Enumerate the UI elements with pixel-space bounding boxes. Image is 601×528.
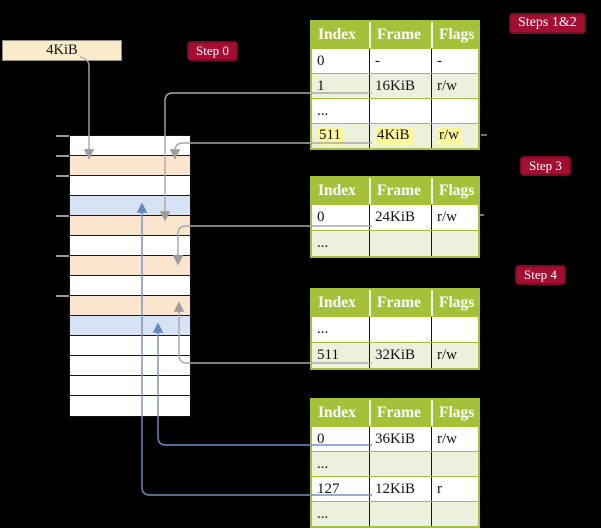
badge-step-3: Step 3 <box>520 156 571 176</box>
badge-step-0: Step 0 <box>187 41 238 61</box>
cell-flags <box>431 231 478 256</box>
highlighted-value: 4KiB <box>375 127 413 145</box>
memory-frame-3 <box>70 196 190 216</box>
cell-flags: r/w <box>431 205 478 230</box>
cell-frame <box>369 317 431 342</box>
cell-flags <box>431 317 478 342</box>
tick-mark <box>56 155 69 157</box>
table-row: ... <box>312 316 478 342</box>
cell-flags: r/w <box>431 74 478 98</box>
memory-frame-1 <box>70 156 190 176</box>
header-index: Index <box>318 182 356 199</box>
cell-frame: - <box>369 49 431 73</box>
page-table-b: Index Frame Flags ... 511 32KiB r/w <box>310 288 480 370</box>
header-frame: Frame <box>369 400 431 426</box>
cell-index: ... <box>317 235 329 251</box>
cell-frame: 32KiB <box>369 343 431 368</box>
header-index: Index <box>318 404 356 421</box>
cell-index: 511 <box>312 124 369 148</box>
memory-frame-12 <box>70 376 190 396</box>
cell-frame <box>369 502 431 526</box>
page-table-a: Index Frame Flags 0 24KiB r/w ... <box>310 176 480 258</box>
cell-index: ... <box>317 505 329 522</box>
header-frame: Frame <box>369 22 431 48</box>
cell-frame: 36KiB <box>369 427 431 451</box>
header-frame: Frame <box>369 178 431 204</box>
table-header-row: Index Frame Flags <box>312 178 478 204</box>
tick-mark <box>56 135 69 137</box>
table-row: ... <box>312 501 478 526</box>
cell-frame <box>369 231 431 256</box>
cell-flags: r/w <box>431 124 478 148</box>
memory-frame-4 <box>70 216 190 236</box>
physical-memory-column <box>69 135 191 417</box>
cell-frame: 16KiB <box>369 74 431 98</box>
cell-flags: r/w <box>431 427 478 451</box>
cell-frame: 24KiB <box>369 205 431 230</box>
cell-flags: r/w <box>431 343 478 368</box>
page-table-c: Index Frame Flags 0 36KiB r/w ... 127 12… <box>310 398 480 528</box>
memory-frame-8 <box>70 296 190 316</box>
header-index: Index <box>318 26 356 43</box>
memory-frame-11 <box>70 356 190 376</box>
table-row: 0 24KiB r/w <box>312 204 478 230</box>
page-table-level0: Index Frame Flags 0 - - 1 16KiB r/w ... … <box>310 20 480 150</box>
memory-frame-7 <box>70 276 190 296</box>
header-index: Index <box>318 294 356 311</box>
cell-flags <box>431 99 478 123</box>
table-row: ... <box>312 98 478 123</box>
tick-mark <box>56 215 69 217</box>
memory-frame-10 <box>70 336 190 356</box>
highlighted-value: 511 <box>317 127 344 145</box>
legend-4kib-label: 4KiB <box>46 42 78 58</box>
tick-mark <box>56 295 69 297</box>
cell-index: ... <box>317 455 329 472</box>
cell-index: 1 <box>317 77 325 94</box>
cell-frame: 4KiB <box>369 124 431 148</box>
cell-frame: 12KiB <box>369 477 431 501</box>
table-row: 0 36KiB r/w <box>312 426 478 451</box>
memory-frame-9 <box>70 316 190 336</box>
cell-flags <box>431 452 478 476</box>
cell-index: 511 <box>317 347 339 363</box>
cell-index: ... <box>317 102 329 119</box>
cell-flags <box>431 502 478 526</box>
cell-index: ... <box>317 321 329 337</box>
table-header-row: Index Frame Flags <box>312 400 478 426</box>
table-row: 0 - - <box>312 48 478 73</box>
table-row: ... <box>312 230 478 256</box>
header-flags: Flags <box>431 400 478 426</box>
header-flags: Flags <box>431 22 478 48</box>
memory-frame-2 <box>70 176 190 196</box>
header-flags: Flags <box>431 178 478 204</box>
table-row: 1 16KiB r/w <box>312 73 478 98</box>
cell-flags: r <box>431 477 478 501</box>
table-row-highlighted: 511 4KiB r/w <box>312 123 478 148</box>
table-row: 511 32KiB r/w <box>312 342 478 368</box>
cell-index: 0 <box>317 430 325 447</box>
memory-frame-13 <box>70 396 190 416</box>
cell-index: 0 <box>317 209 325 225</box>
highlighted-value: r/w <box>437 127 462 145</box>
table-row: 127 12KiB r <box>312 476 478 501</box>
legend-4kib-box: 4KiB <box>2 40 122 61</box>
badge-steps-1-2: Steps 1&2 <box>509 13 586 34</box>
table-header-row: Index Frame Flags <box>312 290 478 316</box>
tick-mark <box>56 255 69 257</box>
tick-mark <box>56 175 69 177</box>
cell-flags: - <box>431 49 478 73</box>
badge-step-4: Step 4 <box>515 265 566 285</box>
memory-frame-0 <box>70 136 190 156</box>
cell-frame <box>369 452 431 476</box>
header-flags: Flags <box>431 290 478 316</box>
cell-frame <box>369 99 431 123</box>
table-row: ... <box>312 451 478 476</box>
cell-index: 127 <box>317 480 340 497</box>
cell-index: 0 <box>317 52 325 69</box>
memory-frame-5 <box>70 236 190 256</box>
header-frame: Frame <box>369 290 431 316</box>
memory-frame-6 <box>70 256 190 276</box>
table-header-row: Index Frame Flags <box>312 22 478 48</box>
